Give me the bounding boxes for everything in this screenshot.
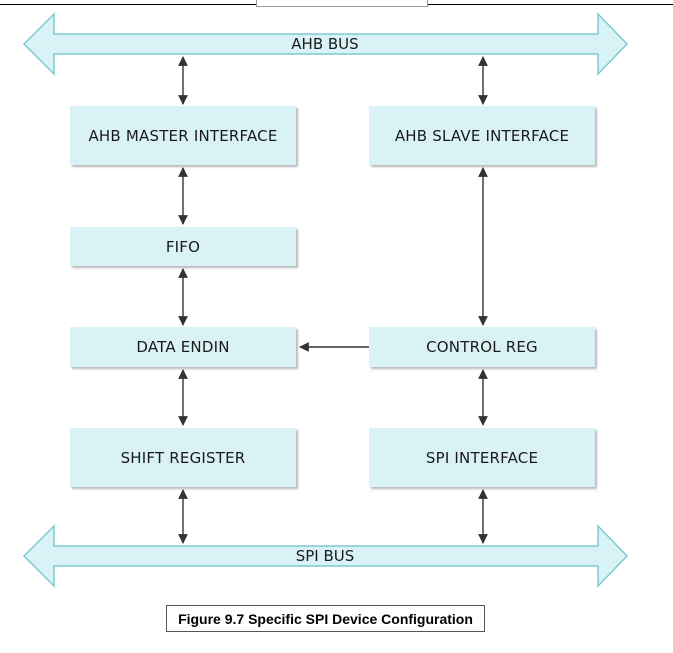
block-spi-interface: SPI INTERFACE [369,428,595,487]
block-ahb-master-interface: AHB MASTER INTERFACE [70,106,296,165]
block-shift-register: SHIFT REGISTER [70,428,296,487]
block-label: SHIFT REGISTER [120,448,246,467]
block-fifo: FIFO [70,227,296,266]
ahb-bus-arrow [22,12,629,76]
block-label: CONTROL REG [426,338,538,356]
spi-bus-arrow [22,524,629,588]
block-ahb-slave-interface: AHB SLAVE INTERFACE [369,106,595,165]
block-label: FIFO [165,237,201,256]
block-label: DATA ENDIN [136,338,230,356]
block-label: SPI INTERFACE [425,448,539,467]
block-control-reg: CONTROL REG [369,327,595,367]
spi-bus-label: SPI BUS [295,547,355,565]
figure-caption: Figure 9.7 Specific SPI Device Configura… [166,605,485,632]
block-label: AHB SLAVE INTERFACE [394,126,570,145]
ahb-bus-label: AHB BUS [291,35,359,53]
block-data-endin: DATA ENDIN [70,327,296,367]
header-tab-fragment [256,0,428,7]
block-label: AHB MASTER INTERFACE [88,126,278,145]
